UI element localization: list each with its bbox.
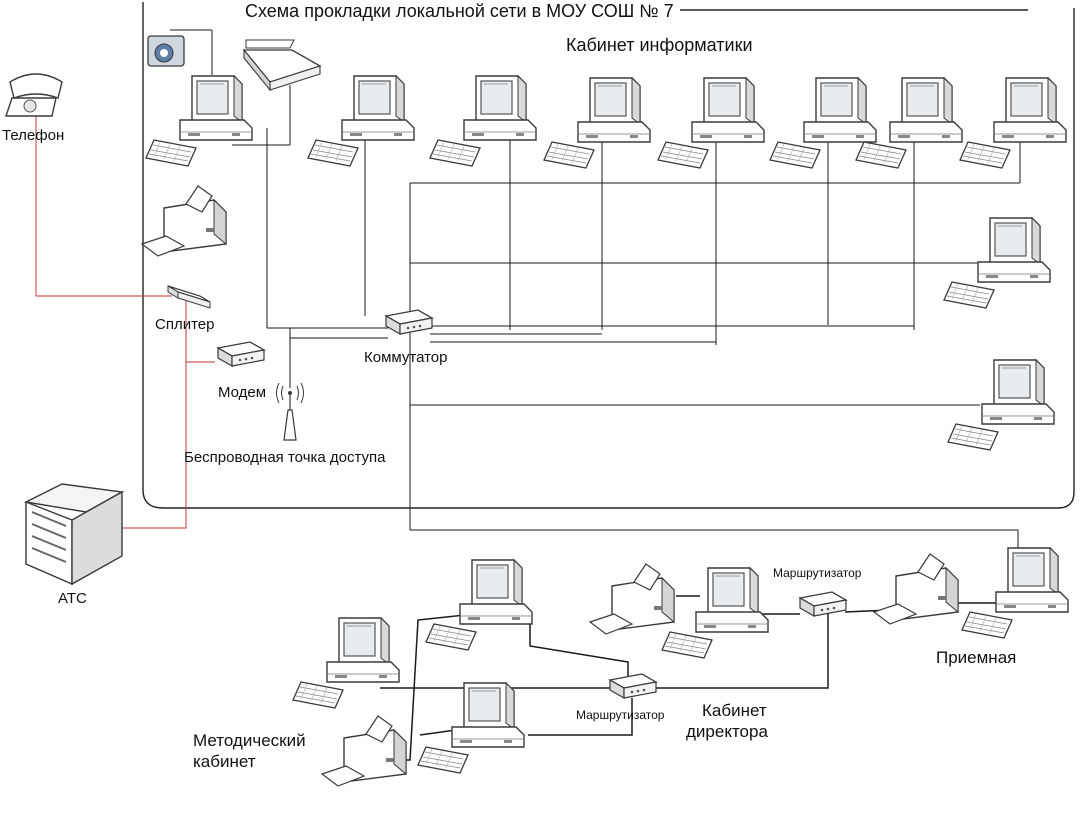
computer-office-5 [417, 682, 525, 774]
router-label-2: Маршрутизатор [576, 708, 665, 722]
computer-8 [959, 77, 1067, 169]
ats-server-icon [23, 483, 125, 586]
computer-3 [429, 75, 537, 167]
computer-4 [543, 77, 651, 169]
computer-office-4 [292, 617, 400, 709]
camera-icon [147, 35, 185, 67]
printer-informatics [141, 185, 227, 257]
informatics-room-boundary [142, 2, 1075, 509]
diagram-title: Схема прокладки локальной сети в МОУ СОШ… [242, 1, 677, 22]
router-icon-1 [799, 591, 847, 617]
methodical-label-line1: Методический [193, 731, 306, 750]
phone-label: Телефон [2, 127, 65, 144]
computer-5 [657, 77, 765, 169]
computer-7 [855, 77, 963, 169]
scanner-icon [242, 39, 322, 92]
ats-label: АТС [58, 590, 87, 607]
splitter-icon [167, 285, 211, 309]
printer-director [589, 563, 675, 635]
printer-methodical [321, 715, 407, 787]
switch-label: Коммутатор [364, 349, 448, 366]
modem-label: Модем [218, 384, 267, 401]
printer-reception [873, 553, 959, 625]
computer-1 [145, 75, 253, 167]
computer-office-3 [961, 547, 1069, 639]
cabinet-informatics-label: Кабинет информатики [566, 35, 753, 55]
methodical-label-line2: кабинет [193, 752, 256, 771]
computer-office-2 [661, 567, 769, 659]
splitter-label: Сплитер [155, 316, 215, 333]
informatics-cabling [170, 29, 1021, 550]
telephone-icon [5, 73, 63, 117]
access-point-label: Беспроводная точка доступа [184, 449, 386, 466]
director-label-line1: Кабинет [702, 701, 767, 720]
router-icon-2 [609, 673, 657, 699]
computer-office-1 [425, 559, 533, 651]
router-label-1: Маршрутизатор [773, 566, 862, 580]
modem-icon [217, 341, 265, 367]
reception-label: Приемная [936, 648, 1017, 667]
switch-icon [385, 309, 433, 335]
access-point-icon [276, 382, 304, 441]
computer-2 [307, 75, 415, 167]
director-label-line2: директора [686, 722, 768, 741]
